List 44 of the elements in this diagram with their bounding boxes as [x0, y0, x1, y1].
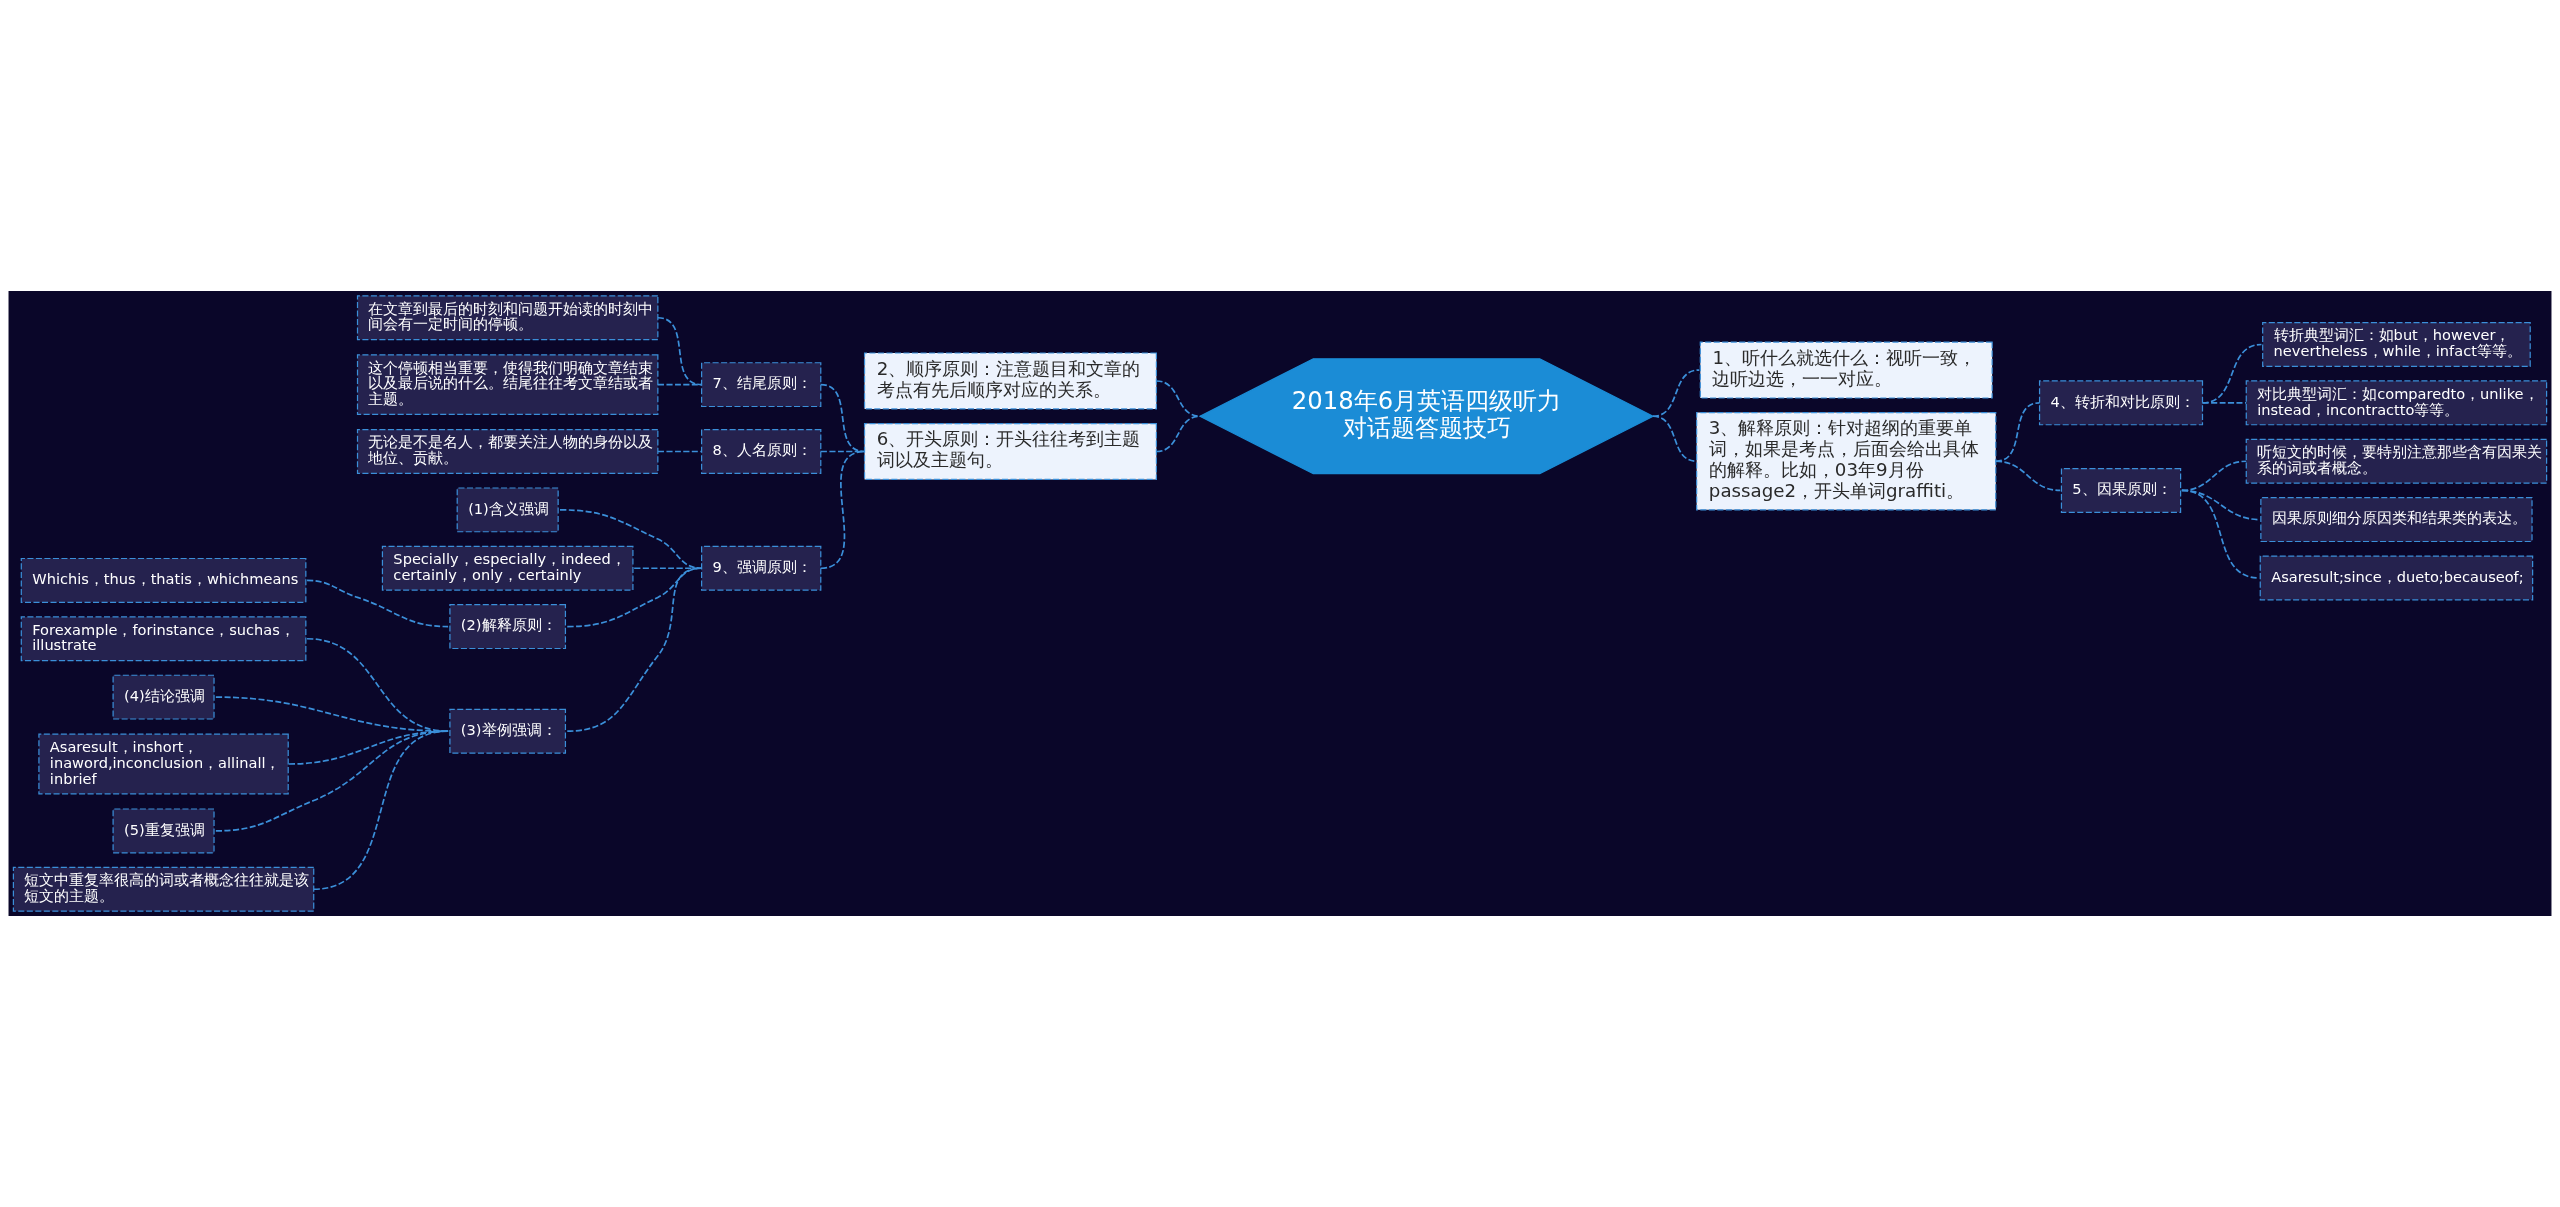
node-box: (1)含义强调: [456, 487, 559, 533]
connector: [2201, 402, 2248, 404]
connector: [819, 450, 866, 570]
node-box: 转折典型词汇：如but，however，nevertheless，while，infact等等。: [2262, 322, 2531, 367]
connector: [2180, 489, 2260, 579]
connector: [819, 383, 866, 453]
node-box: 对比典型词汇：如comparedto，unlike，instead，incontractto等等。: [2245, 380, 2548, 426]
node-box: 在文章到最后的时刻和问题开始读的时刻中间会有一定时间的停顿。: [356, 295, 659, 341]
node-box: 6、开头原则：开头往往考到主题词以及主题句。: [863, 422, 1157, 481]
node-box: Forexample，forinstance，suchas，illustrate: [20, 616, 307, 662]
node-box: 4、转折和对比原则：: [2038, 380, 2204, 426]
connector: [306, 579, 449, 628]
node-box: Asaresult;since，dueto;becauseof;: [2259, 555, 2534, 601]
connector: [2201, 343, 2263, 404]
node-box: Whichis，thus，thatis，whichmeans: [20, 557, 307, 603]
connector: [657, 383, 703, 386]
node-box: 短文中重复率很高的词或者概念往往就是该短文的主题。: [12, 866, 315, 912]
node-box: 7、结尾原则：: [701, 362, 822, 408]
node-box: (4)结论强调: [112, 674, 215, 720]
node-box: Specially，especially，indeed，certainly，only，certainly: [381, 545, 634, 591]
node-box: (5)重复强调: [112, 808, 215, 854]
node-box: Asaresult，inshort，inaword,inconclusion，allinall，inbrief: [38, 733, 289, 795]
node-box: 1、听什么就选什么：视听一致，边听边选，一一对应。: [1699, 341, 1993, 399]
connector: [1155, 415, 1201, 453]
connector: [657, 450, 703, 453]
node-box: 5、因果原则：: [2060, 467, 2182, 513]
connector: [312, 730, 449, 891]
connector: [819, 450, 866, 453]
node-box: (3)举例强调：: [449, 708, 567, 754]
node-box: 9、强调原则：: [701, 545, 822, 591]
node-box: 8、人名原则：: [701, 429, 822, 474]
connector: [1155, 380, 1201, 418]
connector: [1994, 460, 2062, 492]
node-box: (2)解释原则：: [449, 604, 567, 650]
node-box: 这个停顿相当重要，使得我们明确文章结束以及最后说的什么。结尾往往考文章结或者主题。: [356, 354, 659, 416]
connector: [657, 316, 703, 386]
node-box: 听短文的时候，要特别注意那些含有因果关系的词或者概念。: [2245, 438, 2548, 484]
node-box: 因果原则细分原因类和结果类的表达。: [2260, 497, 2533, 543]
connector: [1652, 369, 1700, 418]
node-box: 无论是不是名人，都要关注人物的身份以及地位、贡献。: [356, 429, 659, 474]
node-box: 3、解释原则：针对超纲的重要单词，如果是考点，后面会给出具体的解释。比如，03年9月份passage2，开头单词graffiti。: [1696, 412, 1997, 511]
connector: [566, 567, 703, 733]
connector: [566, 567, 703, 628]
node-box: 2、顺序原则：注意题目和文章的考点有先后顺序对应的关系。: [863, 352, 1157, 410]
